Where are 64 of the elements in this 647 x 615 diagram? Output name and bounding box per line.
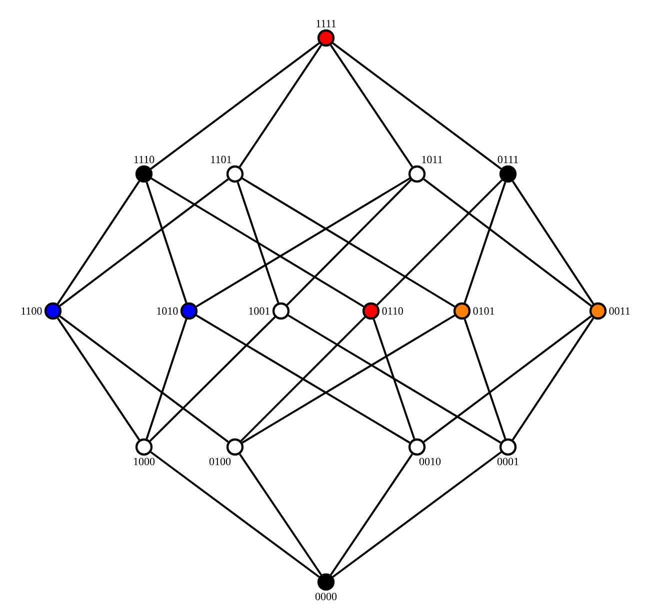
vertex-label: 1100 bbox=[22, 307, 42, 315]
vertex-label: 1011 bbox=[422, 156, 442, 164]
line bbox=[288, 314, 502, 444]
vertex-circle bbox=[499, 165, 517, 183]
vertex-circle bbox=[135, 165, 153, 183]
line bbox=[423, 315, 592, 443]
line bbox=[149, 316, 276, 442]
vertex-label: 1001 bbox=[249, 307, 270, 315]
line bbox=[150, 178, 364, 308]
vertex-label: 0000 bbox=[315, 592, 337, 600]
line bbox=[238, 44, 322, 168]
vertex-label: 0110 bbox=[382, 307, 403, 315]
line bbox=[512, 318, 594, 440]
vertex-circle bbox=[135, 438, 153, 456]
line bbox=[242, 314, 456, 444]
line bbox=[286, 179, 412, 306]
line bbox=[330, 454, 414, 576]
line bbox=[372, 318, 416, 440]
line bbox=[332, 451, 502, 578]
line bbox=[56, 180, 140, 304]
vertex-circle bbox=[272, 302, 290, 320]
vertex-circle bbox=[408, 438, 426, 456]
line bbox=[464, 318, 506, 440]
line bbox=[376, 179, 503, 306]
vertex-circle bbox=[317, 29, 335, 47]
vertex-circle bbox=[362, 302, 380, 320]
line bbox=[512, 180, 594, 304]
line bbox=[59, 315, 229, 443]
line bbox=[330, 44, 414, 168]
vertex-label: 0100 bbox=[209, 458, 231, 466]
line bbox=[332, 42, 502, 170]
line bbox=[240, 316, 366, 442]
vertex-circle bbox=[180, 302, 198, 320]
line bbox=[238, 454, 322, 576]
line bbox=[146, 318, 188, 440]
line bbox=[236, 182, 280, 304]
line bbox=[59, 178, 229, 307]
vertex-circle bbox=[317, 573, 335, 591]
line bbox=[242, 178, 456, 308]
vertex-circle bbox=[453, 302, 471, 320]
vertex-label: 0111 bbox=[498, 156, 518, 164]
vertex-label: 1000 bbox=[134, 458, 155, 466]
vertex-label: 0101 bbox=[473, 307, 494, 315]
vertex-circle bbox=[408, 165, 426, 183]
vertex-circle bbox=[226, 438, 244, 456]
vertex-circle bbox=[44, 302, 62, 320]
line bbox=[196, 178, 410, 308]
line bbox=[150, 451, 320, 578]
vertex-label: 1101 bbox=[211, 156, 232, 164]
line bbox=[150, 42, 320, 170]
line bbox=[196, 314, 410, 444]
vertex-label: 1111 bbox=[316, 20, 336, 28]
vertex-label: 1110 bbox=[134, 156, 154, 164]
line bbox=[423, 178, 592, 307]
line bbox=[464, 182, 506, 304]
vertex-circle bbox=[499, 438, 517, 456]
vertex-circle bbox=[589, 302, 607, 320]
line bbox=[56, 318, 140, 440]
line bbox=[146, 182, 188, 304]
vertex-label: 0010 bbox=[419, 458, 441, 466]
vertex-label: 0001 bbox=[497, 458, 518, 466]
vertex-circle bbox=[226, 165, 244, 183]
vertex-label: 1010 bbox=[157, 307, 178, 315]
vertex-label: 0011 bbox=[609, 307, 630, 315]
